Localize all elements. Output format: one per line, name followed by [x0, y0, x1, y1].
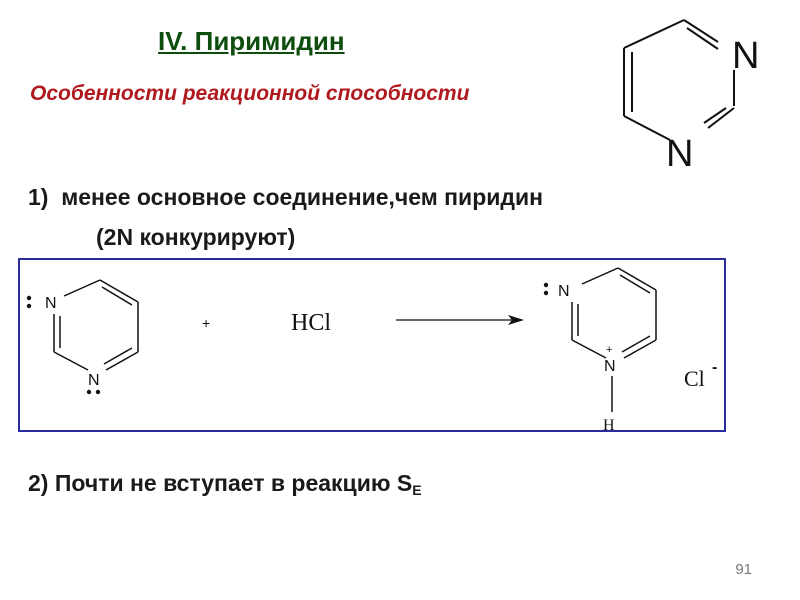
structure-n-bottom: N: [666, 133, 693, 175]
product-hydrogen: H: [603, 417, 615, 432]
pyrimidine-structure: N N: [623, 19, 759, 175]
product-n3: N: [604, 358, 616, 375]
product-n1: N: [558, 283, 570, 300]
lone-pair-dot: [26, 295, 32, 301]
reaction-scheme: N N + HCl N N + H Cl -: [26, 267, 717, 432]
reaction-arrowhead: [508, 315, 524, 325]
lone-pair-dot: [543, 282, 549, 288]
lone-pair-dot: [86, 389, 92, 395]
point-2: 2) Почти не вступает в реакцию SE: [28, 470, 422, 498]
lone-pair-dot: [95, 389, 101, 395]
lone-pair-dot: [26, 303, 32, 309]
lone-pair-dot: [543, 290, 549, 296]
counter-ion: Cl: [684, 366, 705, 391]
counter-ion-charge: -: [712, 359, 717, 376]
reactant-n3: N: [88, 372, 100, 389]
slide-subtitle: Особенности реакционной способности: [30, 82, 470, 105]
slide-number: 91: [735, 561, 752, 578]
point-2-subscript: E: [412, 482, 422, 498]
reaction-box: [18, 258, 726, 432]
reactant-n1: N: [45, 295, 57, 312]
plus-sign: +: [202, 315, 210, 331]
point-1-number: 1): [28, 184, 49, 210]
reagent-hcl: HCl: [291, 310, 331, 336]
slide-title: IV. Пиримидин: [158, 26, 345, 56]
point-1: 1) менее основное соединение,чем пиридин: [28, 184, 543, 211]
product-charge: +: [606, 344, 612, 356]
point-1-text: менее основное соединение,чем пиридин: [61, 184, 544, 210]
point-1-note: (2N конкурируют): [96, 224, 296, 250]
point-2-text: 2) Почти не вступает в реакцию S: [28, 470, 413, 496]
structure-n-top: N: [732, 35, 759, 77]
